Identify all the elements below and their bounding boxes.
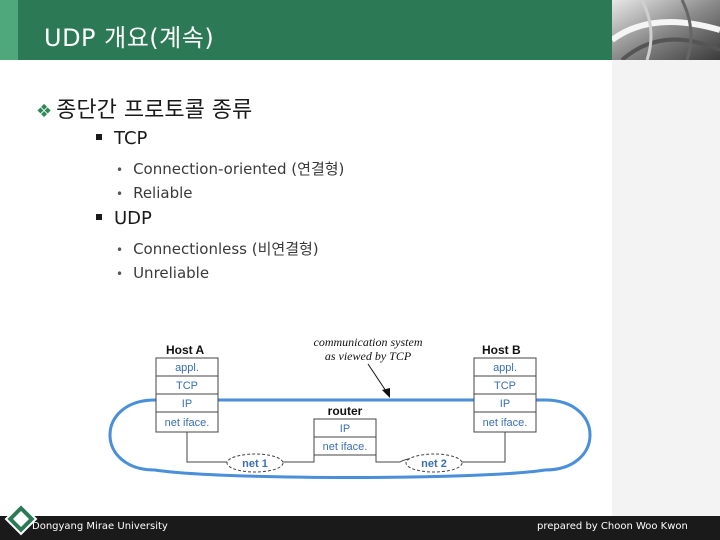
host-b-stack: appl. TCP IP net iface.: [474, 358, 536, 432]
host-a-stack: appl. TCP IP net iface.: [156, 358, 218, 432]
slide-title: UDP 개요(계속): [44, 18, 214, 53]
host-b-layer: net iface.: [483, 417, 528, 429]
caption-arrowhead: [382, 388, 390, 398]
heading-text: 종단간 프로토콜 종류: [56, 98, 252, 123]
router-stack: IP net iface.: [314, 419, 376, 455]
title-bar-stripe: [0, 0, 18, 60]
router-layer: net iface.: [323, 441, 368, 453]
bullet-tcp-label: TCP: [114, 128, 147, 149]
router-layer: IP: [340, 423, 350, 435]
net2-label: net 2: [421, 458, 447, 470]
footer-university: Dongyang Mirae University: [32, 521, 168, 532]
side-panel: [612, 60, 720, 520]
net1-label: net 1: [242, 458, 268, 470]
sub-bullet: • Reliable: [116, 184, 193, 202]
square-bullet-icon: [96, 214, 102, 220]
corner-graphic: [612, 0, 720, 60]
host-b-layer: TCP: [494, 380, 516, 392]
sub-bullet: • Connectionless (비연결형): [116, 238, 319, 259]
protocol-diagram: communication system as viewed by TCP Ho…: [100, 330, 600, 520]
bullet-tcp: TCP: [96, 128, 147, 149]
dot-bullet-icon: •: [116, 243, 123, 257]
caption-line1: communication system: [314, 335, 423, 349]
dot-bullet-icon: •: [116, 267, 123, 281]
host-b-label: Host B: [482, 343, 521, 357]
bullet-udp-label: UDP: [114, 208, 152, 229]
sub-bullet: • Unreliable: [116, 264, 209, 282]
host-a-layer: net iface.: [165, 417, 210, 429]
sub-bullet-text: Connectionless (비연결형): [133, 240, 319, 258]
host-a-layer: IP: [182, 398, 192, 410]
host-a-label: Host A: [166, 343, 205, 357]
dot-bullet-icon: •: [116, 163, 123, 177]
title-bar: UDP 개요(계속): [0, 0, 612, 60]
host-a-layer: appl.: [175, 362, 199, 374]
host-b-layer: IP: [500, 398, 510, 410]
caption-line2: as viewed by TCP: [325, 349, 412, 363]
dot-bullet-icon: •: [116, 187, 123, 201]
footer-author: prepared by Choon Woo Kwon: [537, 521, 688, 532]
diamond-bullet-icon: ❖: [36, 101, 52, 122]
sub-bullet-text: Unreliable: [133, 264, 209, 282]
bullet-udp: UDP: [96, 208, 152, 229]
host-a-layer: TCP: [176, 380, 198, 392]
sub-bullet-text: Connection-oriented (연결형): [133, 160, 344, 178]
sub-bullet-text: Reliable: [133, 184, 192, 202]
square-bullet-icon: [96, 134, 102, 140]
sub-bullet: • Connection-oriented (연결형): [116, 158, 344, 179]
host-b-layer: appl.: [493, 362, 517, 374]
router-label: router: [328, 404, 363, 418]
heading-bullet: ❖종단간 프로토콜 종류: [36, 92, 252, 124]
